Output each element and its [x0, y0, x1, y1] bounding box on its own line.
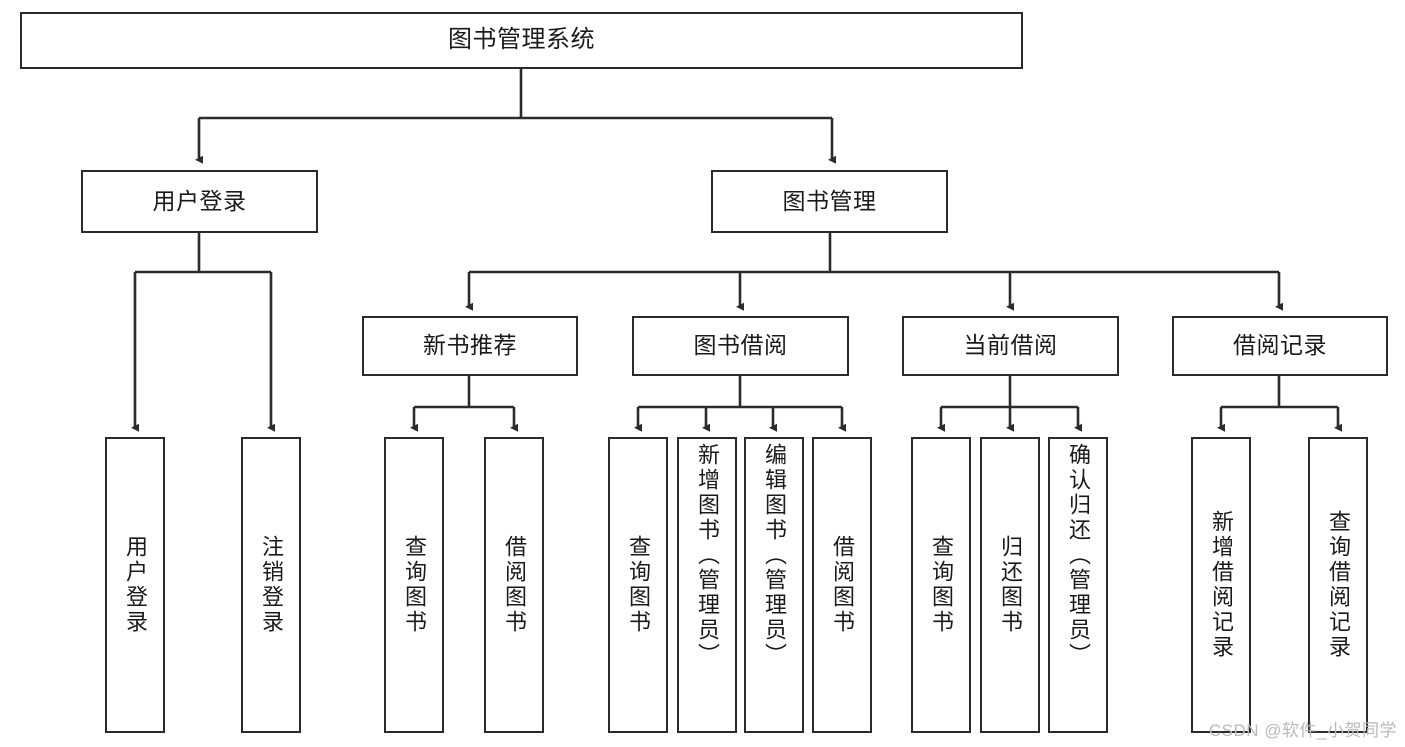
leaf-text-wrap: 查询图书: [610, 439, 666, 731]
leaf-user-login-signout[interactable]: 注销登录: [241, 437, 301, 733]
leaf-text-wrap: 确认归还（管理员）: [1050, 439, 1106, 735]
node-label: 查询图书: [626, 535, 651, 635]
node-label: 注销登录: [259, 535, 284, 635]
node-label: 图书借阅: [693, 332, 788, 359]
leaf-text-wrap: 查询图书: [913, 439, 969, 731]
leaf-book-borrow-query-book[interactable]: 查询图书: [608, 437, 668, 733]
leaf-text-wrap: 查询借阅记录: [1310, 439, 1366, 731]
leaf-current-borrow-return-book[interactable]: 归还图书: [980, 437, 1040, 733]
node-new-book-recommendation[interactable]: 新书推荐: [362, 316, 578, 376]
leaf-text-wrap: 新增借阅记录: [1193, 439, 1249, 731]
leaf-borrow-record-add-record[interactable]: 新增借阅记录: [1191, 437, 1251, 733]
node-borrow-record[interactable]: 借阅记录: [1172, 316, 1388, 376]
node-label: 图书管理系统: [448, 26, 595, 54]
leaf-text-wrap: 查询图书: [386, 439, 442, 731]
leaf-user-login-signin[interactable]: 用户登录: [105, 437, 165, 733]
leaf-book-borrow-add-book-admin[interactable]: 新增图书（管理员）: [677, 437, 737, 733]
node-label: 新增图书（管理员）: [695, 443, 720, 668]
node-label: 查询图书: [929, 535, 954, 635]
leaf-text-wrap: 归还图书: [982, 439, 1038, 731]
node-label: 当前借阅: [963, 332, 1058, 359]
node-label: 新增借阅记录: [1209, 510, 1234, 660]
leaf-new-book-query-book[interactable]: 查询图书: [384, 437, 444, 733]
leaf-current-borrow-query-book[interactable]: 查询图书: [911, 437, 971, 733]
node-user-login[interactable]: 用户登录: [81, 170, 318, 233]
leaf-text-wrap: 借阅图书: [814, 439, 870, 731]
leaf-text-wrap: 用户登录: [107, 439, 163, 731]
node-label: 归还图书: [998, 535, 1023, 635]
node-label: 编辑图书（管理员）: [762, 443, 787, 668]
node-label: 新书推荐: [423, 332, 517, 359]
node-label: 图书管理: [782, 187, 877, 214]
node-label: 用户登录: [152, 187, 247, 214]
csdn-watermark: CSDN @软件_小贺同学: [1208, 721, 1397, 740]
leaf-text-wrap: 新增图书（管理员）: [679, 439, 735, 735]
leaf-current-borrow-confirm-return-admin[interactable]: 确认归还（管理员）: [1048, 437, 1108, 733]
node-label: 借阅图书: [830, 535, 855, 635]
node-label: 查询借阅记录: [1326, 510, 1351, 660]
node-label: 确认归还（管理员）: [1066, 443, 1091, 668]
leaf-text-wrap: 借阅图书: [486, 439, 542, 731]
node-label: 借阅图书: [502, 535, 527, 635]
node-label: 查询图书: [402, 535, 427, 635]
node-book-borrow[interactable]: 图书借阅: [632, 316, 849, 376]
leaf-text-wrap: 注销登录: [243, 439, 299, 731]
leaf-book-borrow-borrow-book[interactable]: 借阅图书: [812, 437, 872, 733]
node-label: 用户登录: [123, 535, 148, 635]
leaf-borrow-record-query-record[interactable]: 查询借阅记录: [1308, 437, 1368, 733]
node-current-borrow[interactable]: 当前借阅: [902, 316, 1119, 376]
node-root-book-management-system[interactable]: 图书管理系统: [20, 12, 1023, 69]
leaf-book-borrow-edit-book-admin[interactable]: 编辑图书（管理员）: [744, 437, 804, 733]
leaf-new-book-borrow-book[interactable]: 借阅图书: [484, 437, 544, 733]
node-book-management[interactable]: 图书管理: [711, 170, 948, 233]
leaf-text-wrap: 编辑图书（管理员）: [746, 439, 802, 735]
node-label: 借阅记录: [1233, 332, 1327, 359]
